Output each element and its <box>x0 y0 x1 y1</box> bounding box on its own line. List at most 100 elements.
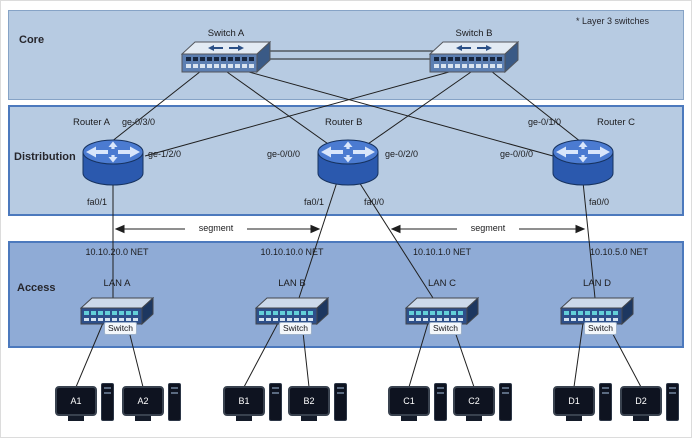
router-c-uplink-b-label: ge-0/0/0 <box>500 149 534 159</box>
tower-icon <box>101 383 114 421</box>
access-layer-label: Access <box>17 282 56 294</box>
monitor-stand <box>401 416 417 421</box>
router-b-downlink-r-label: fa0/0 <box>364 197 385 207</box>
router-a-label: Router A <box>73 117 110 128</box>
wire-routerb-lanc <box>358 181 434 299</box>
downlink-wires <box>112 181 596 299</box>
lan-b-label: LAN B <box>278 278 306 289</box>
router-b-downlink-l-label: fa0/1 <box>304 197 325 207</box>
segment-arrows <box>114 224 586 234</box>
router-c-downlink-label: fa0/0 <box>589 197 610 207</box>
monitor-stand <box>633 416 649 421</box>
host-c2: C2 <box>453 383 513 427</box>
wire-swa-routera <box>110 70 202 143</box>
monitor-icon: C1 <box>388 386 430 416</box>
core-layer-label: Core <box>19 34 45 46</box>
segment-2-label: segment <box>470 223 506 233</box>
router-a-uplink-a-label: ge-0/3/0 <box>122 117 156 127</box>
lan-d-network-label: 10.10.5.0 NET <box>589 247 649 257</box>
monitor-icon: A2 <box>122 386 164 416</box>
uplink-wires <box>110 70 582 157</box>
router-a-uplink-b-label: ge-1/2/0 <box>148 149 182 159</box>
tower-icon <box>666 383 679 421</box>
router-c-icon <box>551 139 615 187</box>
lan-d-switch-caption: Switch <box>584 322 618 335</box>
monitor-stand <box>466 416 482 421</box>
distribution-layer-label: Distribution <box>14 151 76 163</box>
core-trunk-links <box>267 50 433 60</box>
tower-icon <box>334 383 347 421</box>
host-label: A1 <box>70 396 82 406</box>
router-c-uplink-a-label: ge-0/1/0 <box>528 117 562 127</box>
wire-swa-routerc <box>248 71 554 157</box>
switch-b-icon <box>429 41 519 73</box>
wire-routerb-lanb <box>298 181 338 299</box>
host-c1: C1 <box>388 383 448 427</box>
monitor-icon: B1 <box>223 386 265 416</box>
router-b-uplink-a-label: ge-0/0/0 <box>267 149 301 159</box>
wire-lana-a1 <box>75 322 104 388</box>
host-d1: D1 <box>553 383 613 427</box>
lan-d-switch-icon <box>560 297 634 325</box>
host-label: B2 <box>303 396 315 406</box>
monitor-icon: D2 <box>620 386 662 416</box>
router-b-label: Router B <box>325 117 363 128</box>
host-label: C2 <box>468 396 480 406</box>
tower-icon <box>499 383 512 421</box>
monitor-stand <box>135 416 151 421</box>
wire-land-d1 <box>573 322 584 388</box>
wire-lanc-c1 <box>408 322 429 388</box>
monitor-stand <box>566 416 582 421</box>
lan-c-network-label: 10.10.1.0 NET <box>412 247 472 257</box>
lan-b-switch-icon <box>255 297 329 325</box>
segment-1-label: segment <box>198 223 234 233</box>
switch-a-label: Switch A <box>207 28 245 39</box>
wire-swb-routerb <box>364 71 472 147</box>
tower-icon <box>168 383 181 421</box>
host-b1: B1 <box>223 383 283 427</box>
host-a2: A2 <box>122 383 182 427</box>
monitor-stand <box>68 416 84 421</box>
router-c-label: Router C <box>597 117 636 128</box>
monitor-icon: A1 <box>55 386 97 416</box>
router-a-downlink-label: fa0/1 <box>87 197 108 207</box>
segment-2-arrowhead-right <box>575 224 586 234</box>
host-label: A2 <box>137 396 149 406</box>
lan-c-switch-icon <box>405 297 479 325</box>
segment-2-arrowhead-left <box>390 224 401 234</box>
host-a1: A1 <box>55 383 115 427</box>
wire-swb-routera <box>144 71 450 157</box>
host-label: C1 <box>403 396 415 406</box>
switch-b-label: Switch B <box>455 28 493 39</box>
tower-icon <box>269 383 282 421</box>
lan-c-switch-caption: Switch <box>429 322 463 335</box>
host-wires <box>75 322 642 388</box>
host-label: D1 <box>568 396 580 406</box>
lan-a-label: LAN A <box>103 278 131 289</box>
router-b-icon <box>316 139 380 187</box>
lan-b-network-label: 10.10.10.0 NET <box>260 247 324 257</box>
host-label: D2 <box>635 396 647 406</box>
lan-c-label: LAN C <box>428 278 456 289</box>
wire-swb-routerc <box>490 70 582 143</box>
layer3-note: * Layer 3 switches <box>576 16 650 26</box>
host-label: B1 <box>238 396 250 406</box>
router-a-icon <box>81 139 145 187</box>
monitor-icon: D1 <box>553 386 595 416</box>
router-b-uplink-b-label: ge-0/2/0 <box>385 149 419 159</box>
lan-a-switch-icon <box>80 297 154 325</box>
lan-b-switch-caption: Switch <box>279 322 313 335</box>
lan-a-switch-caption: Switch <box>104 322 138 335</box>
tower-icon <box>599 383 612 421</box>
monitor-icon: B2 <box>288 386 330 416</box>
lan-a-network-label: 10.10.20.0 NET <box>85 247 149 257</box>
switch-a-icon <box>181 41 271 73</box>
monitor-icon: C2 <box>453 386 495 416</box>
core-layer-band <box>8 10 684 100</box>
wire-routerc-land <box>582 181 596 299</box>
segment-1-arrowhead-right <box>310 224 321 234</box>
host-b2: B2 <box>288 383 348 427</box>
monitor-stand <box>236 416 252 421</box>
